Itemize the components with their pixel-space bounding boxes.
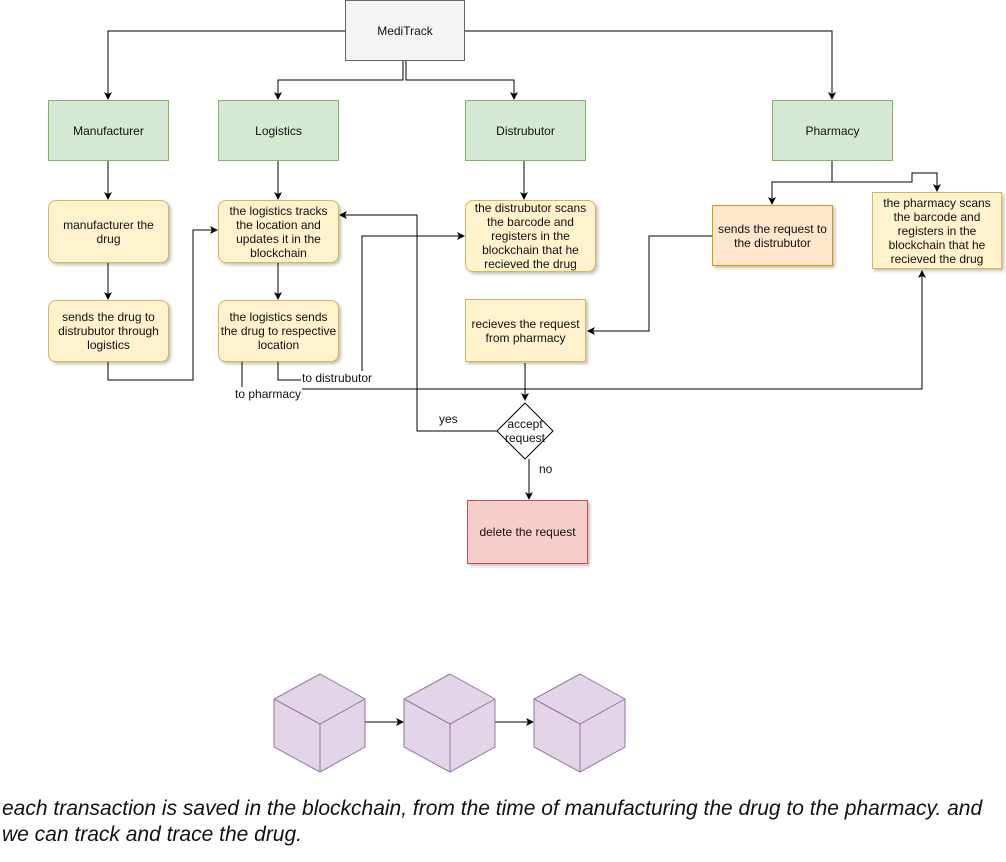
- pharmacy-request-step-label: sends the request to the distrubutor: [718, 221, 827, 250]
- pharmacy-scan-step-label: the pharmacy scans the barcode and regis…: [883, 195, 991, 266]
- blockchain-block-icon: [403, 673, 496, 773]
- edge-label-no: no: [538, 462, 554, 476]
- blockchain-block-icon: [273, 673, 366, 773]
- manufacture-step-label: manufacturer the drug: [63, 217, 154, 246]
- delete-request-node[interactable]: delete the request: [467, 500, 588, 564]
- manufacture-step-node[interactable]: manufacturer the drug: [48, 200, 169, 263]
- edge-pharmacy-to-scan: [831, 161, 941, 192]
- receive-request-step-node[interactable]: recieves the request from pharmacy: [465, 299, 586, 362]
- logistics-track-step-node[interactable]: the logistics tracks the location and up…: [218, 200, 339, 263]
- pharmacy-request-step-node[interactable]: sends the request to the distrubutor: [712, 205, 833, 266]
- meditrack-root-node[interactable]: MediTrack: [345, 0, 465, 61]
- logistics-send-step-label: the logistics sends the drug to respecti…: [220, 310, 337, 352]
- logistics-label: Logistics: [255, 123, 302, 138]
- edge-request-to-receive: [587, 235, 712, 335]
- delete-request-label: delete the request: [479, 525, 576, 539]
- edge-root-to-distributor: [405, 61, 518, 100]
- edge-yes: [339, 211, 497, 432]
- logistics-node[interactable]: Logistics: [218, 100, 339, 161]
- distributor-scan-step-node[interactable]: the distrubutor scans the barcode and re…: [465, 200, 596, 272]
- edge-label-to-distributor: to distrubutor: [301, 371, 374, 385]
- receive-request-step-label: recieves the request from pharmacy: [471, 316, 580, 345]
- distributor-scan-step-label: the distrubutor scans the barcode and re…: [474, 201, 587, 271]
- send-drug-step-node[interactable]: sends the drug to distrubutor through lo…: [48, 300, 169, 362]
- edge-root-to-logistics: [274, 61, 404, 100]
- pharmacy-scan-step-node[interactable]: the pharmacy scans the barcode and regis…: [872, 192, 1002, 269]
- accept-request-decision[interactable]: accept request: [497, 403, 553, 459]
- manufacturer-label: Manufacturer: [73, 123, 144, 138]
- edge-pharmacy-to-request: [768, 161, 833, 205]
- edge-root-to-manufacturer: [104, 30, 345, 100]
- edge-send-to-logistics-track: [107, 226, 218, 381]
- edge-label-yes: yes: [438, 412, 459, 426]
- pharmacy-node[interactable]: Pharmacy: [772, 100, 893, 161]
- accept-request-label: accept request: [504, 417, 546, 445]
- distributor-node[interactable]: Distrubutor: [465, 100, 586, 161]
- logistics-send-step-node[interactable]: the logistics sends the drug to respecti…: [218, 300, 339, 362]
- distributor-label: Distrubutor: [496, 123, 555, 138]
- logistics-track-step-label: the logistics tracks the location and up…: [229, 203, 328, 260]
- meditrack-label: MediTrack: [377, 23, 433, 38]
- pharmacy-label: Pharmacy: [805, 123, 860, 138]
- edge-to-pharmacy: [241, 270, 926, 390]
- blockchain-block-icon: [533, 673, 626, 773]
- caption-text: each transaction is saved in the blockch…: [2, 797, 983, 846]
- manufacturer-node[interactable]: Manufacturer: [48, 100, 169, 161]
- send-drug-step-label: sends the drug to distrubutor through lo…: [58, 310, 159, 352]
- edge-label-to-pharmacy: to pharmacy: [234, 387, 303, 401]
- decision-diamond: [496, 402, 554, 460]
- edge-root-to-pharmacy: [465, 30, 836, 100]
